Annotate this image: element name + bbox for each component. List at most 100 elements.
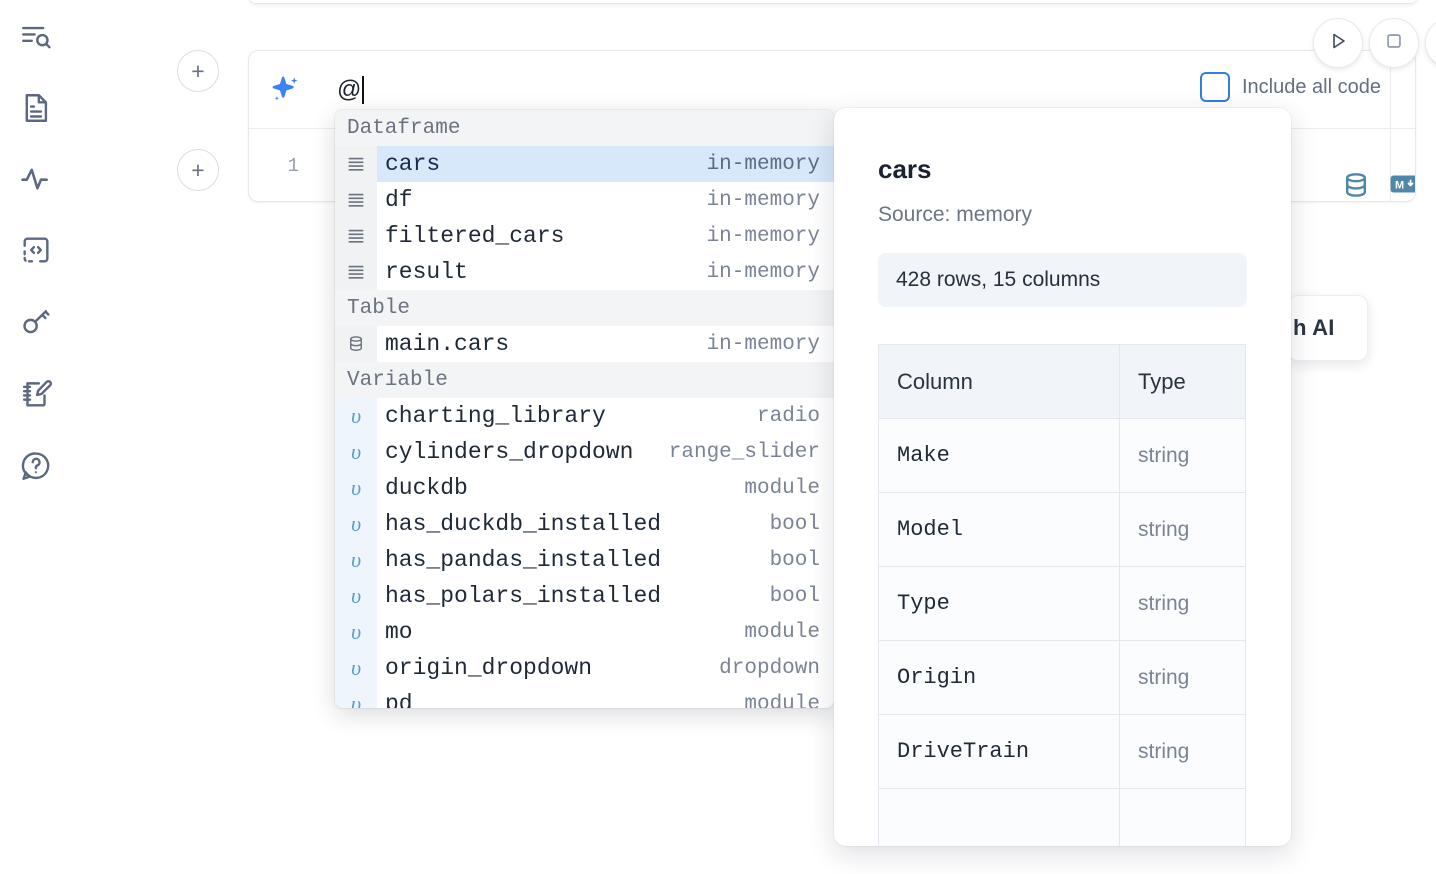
autocomplete-item-meta: bool xyxy=(769,548,820,572)
schema-column-name: Origin xyxy=(878,640,1120,715)
ai-hint-card[interactable]: h AI xyxy=(1288,295,1368,361)
autocomplete-item-name: main.cars xyxy=(385,331,510,357)
ai-sparkle-icon xyxy=(269,73,303,107)
autocomplete-item-name: mo xyxy=(385,619,413,645)
variable-icon: υ xyxy=(335,542,377,578)
previous-cell-partial xyxy=(248,0,1418,4)
autocomplete-group-header: Table xyxy=(335,290,834,326)
autocomplete-item-name: duckdb xyxy=(385,475,468,501)
add-cell-below-button[interactable]: + xyxy=(177,149,219,191)
autocomplete-item-meta: in-memory xyxy=(706,332,820,356)
autocomplete-item-body: pd module xyxy=(377,686,834,708)
autocomplete-item-name: has_pandas_installed xyxy=(385,547,662,573)
markdown-icon[interactable]: M xyxy=(1390,173,1415,200)
variable-icon: υ xyxy=(335,506,377,542)
add-cell-above-button[interactable]: + xyxy=(177,50,219,92)
autocomplete-item-body: has_duckdb_installed bool xyxy=(377,506,834,542)
stop-cell-button[interactable] xyxy=(1369,18,1419,68)
plus-icon: + xyxy=(191,156,205,183)
variable-icon: υ xyxy=(335,686,377,708)
autocomplete-item-name: cylinders_dropdown xyxy=(385,439,634,465)
svg-text:M: M xyxy=(1395,180,1404,192)
variable-icon: υ xyxy=(335,434,377,470)
schema-header-column: Column xyxy=(878,344,1120,419)
variable-icon: υ xyxy=(335,650,377,686)
play-triangle-icon xyxy=(1326,29,1350,58)
autocomplete-item-name: origin_dropdown xyxy=(385,655,593,681)
line-number: 1 xyxy=(287,155,299,177)
text-caret xyxy=(362,76,365,104)
autocomplete-item-meta: module xyxy=(744,620,820,644)
schema-header-row: Column Type xyxy=(878,344,1246,419)
schema-column-type: string xyxy=(1119,418,1246,493)
help-question-icon xyxy=(19,449,53,483)
more-actions-button[interactable] xyxy=(1425,18,1436,68)
include-all-code-control[interactable]: Include all code xyxy=(1200,72,1381,102)
ai-hint-label: h AI xyxy=(1293,315,1335,340)
sidebar-item-help[interactable] xyxy=(14,444,58,488)
autocomplete-item[interactable]: υ cylinders_dropdown range_slider xyxy=(335,434,834,470)
autocomplete-item-body: cylinders_dropdown range_slider xyxy=(377,434,834,470)
autocomplete-group-header: Dataframe xyxy=(335,110,834,146)
autocomplete-item-meta: module xyxy=(744,692,820,709)
autocomplete-item[interactable]: υ has_pandas_installed bool xyxy=(335,542,834,578)
autocomplete-item-meta: radio xyxy=(756,404,820,428)
code-editor-row[interactable]: 1 xyxy=(249,129,1415,201)
sidebar-item-secrets[interactable] xyxy=(14,300,58,344)
sidebar-item-scratchpad[interactable] xyxy=(14,372,58,416)
autocomplete-item-meta: in-memory xyxy=(706,146,834,182)
autocomplete-item-meta: in-memory xyxy=(706,188,820,212)
ai-prompt-value: @ xyxy=(337,76,362,103)
autocomplete-item[interactable]: υ has_duckdb_installed bool xyxy=(335,506,834,542)
schema-column-type xyxy=(1119,788,1246,846)
sidebar-item-activity[interactable] xyxy=(14,157,58,201)
include-all-code-label: Include all code xyxy=(1242,75,1381,98)
autocomplete-item-meta: dropdown xyxy=(719,656,820,680)
schema-column-name: Type xyxy=(878,566,1120,641)
schema-column-type: string xyxy=(1119,640,1246,715)
dataframe-icon xyxy=(335,182,377,218)
autocomplete-item[interactable]: df in-memory xyxy=(335,182,834,218)
variable-icon: υ xyxy=(335,614,377,650)
autocomplete-item-meta: range_slider xyxy=(668,440,820,464)
dataframe-icon xyxy=(335,218,377,254)
autocomplete-item-name: df xyxy=(385,187,413,213)
dataframe-icon xyxy=(335,254,377,290)
autocomplete-item[interactable]: υ origin_dropdown dropdown xyxy=(335,650,834,686)
sidebar-item-explore-search[interactable] xyxy=(14,16,58,60)
stop-square-icon xyxy=(1383,30,1405,57)
include-all-code-checkbox[interactable] xyxy=(1200,72,1230,102)
schema-row xyxy=(878,788,1246,846)
run-cell-button[interactable] xyxy=(1313,18,1363,68)
database-icon[interactable] xyxy=(1340,170,1372,201)
ai-prompt-input[interactable]: @ xyxy=(337,73,1217,107)
autocomplete-item[interactable]: main.cars in-memory xyxy=(335,326,834,362)
schema-column-type: string xyxy=(1119,566,1246,641)
sidebar-item-files[interactable] xyxy=(14,86,58,130)
autocomplete-item-name: pd xyxy=(385,691,413,708)
autocomplete-item-meta: bool xyxy=(769,512,820,536)
dataframe-icon xyxy=(335,146,377,182)
autocomplete-item-name: cars xyxy=(377,146,707,182)
autocomplete-item-name: has_duckdb_installed xyxy=(385,511,662,537)
sidebar-item-snippets[interactable] xyxy=(14,228,58,272)
schema-column-name xyxy=(878,788,1120,846)
